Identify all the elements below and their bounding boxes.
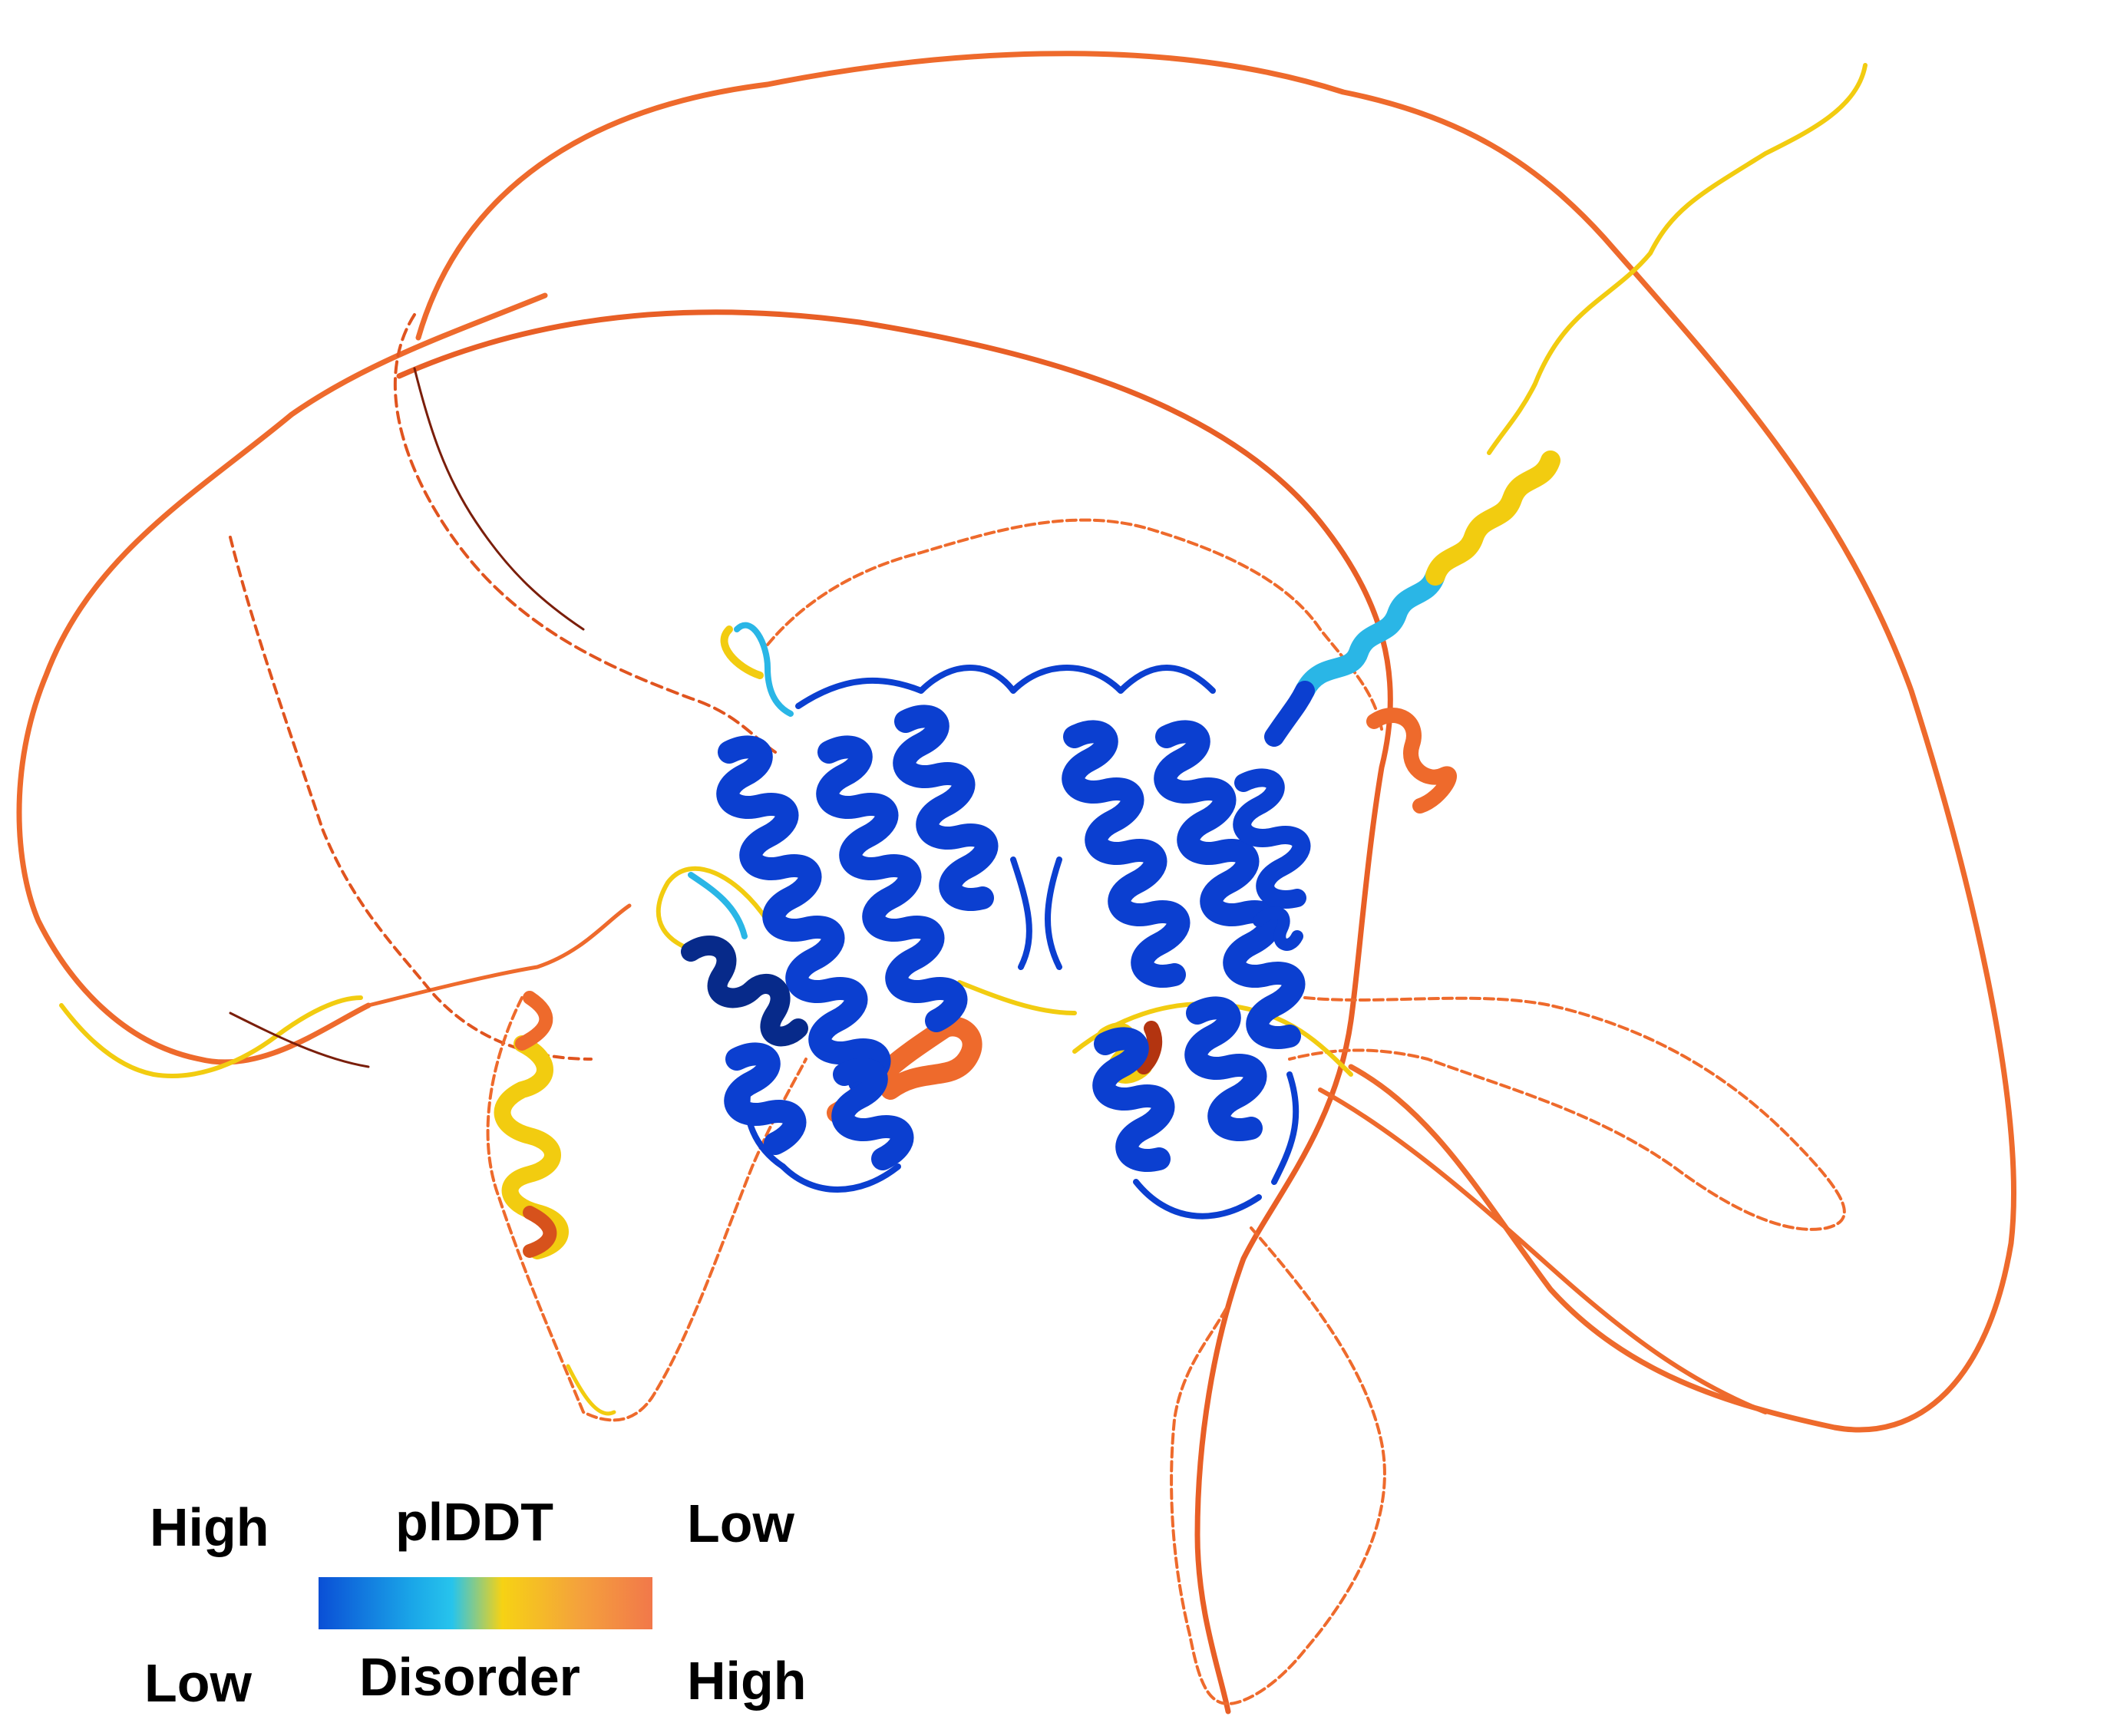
core-domain xyxy=(681,665,1311,1219)
legend-plddt-high-label: High xyxy=(150,1497,269,1557)
legend-plddt-low-label: Low xyxy=(687,1493,794,1553)
disordered-helices xyxy=(494,707,1457,1259)
disordered-loops xyxy=(16,51,2016,1715)
extended-helix xyxy=(1264,451,1560,747)
confident-fragments xyxy=(720,622,794,717)
legend-disorder-low-label: Low xyxy=(144,1653,252,1713)
legend-plddt-title: plDDT xyxy=(395,1492,554,1552)
legend-disorder-title: Disorder xyxy=(359,1647,580,1707)
plddt-colorbar xyxy=(319,1577,652,1629)
legend-disorder-high-label: High xyxy=(687,1651,807,1711)
